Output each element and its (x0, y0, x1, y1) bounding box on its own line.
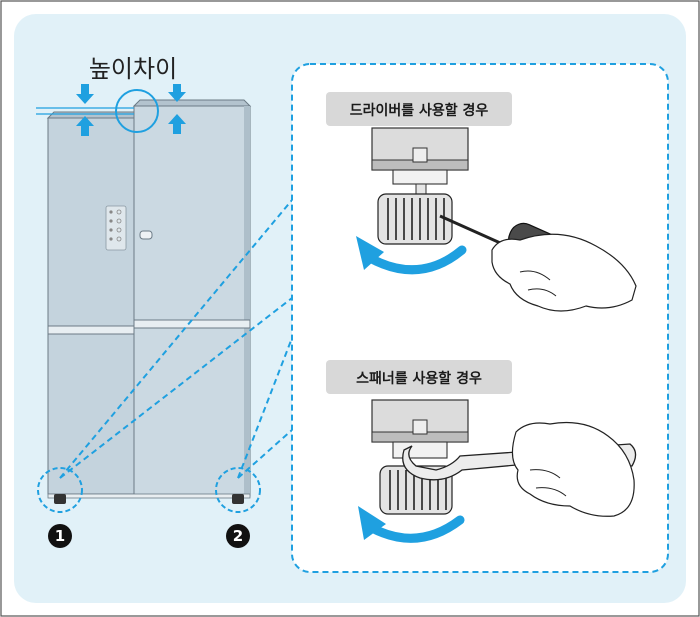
marker-2 (226, 524, 250, 548)
marker-1 (48, 524, 72, 548)
nut (392, 169, 448, 185)
control-dot (109, 210, 113, 214)
finger-line (529, 469, 561, 479)
control-dot (109, 219, 113, 223)
control-dot (116, 227, 122, 233)
down-arrow-right (168, 84, 186, 102)
rotation-arrow-body (365, 245, 467, 275)
left-foot (54, 494, 66, 504)
wrench-caption-box (326, 360, 512, 394)
up-arrow-right (168, 114, 186, 134)
control-dot (116, 218, 122, 224)
right-door (133, 105, 251, 497)
up-arrow-left (76, 116, 94, 136)
finger-line (535, 487, 567, 497)
control-panel (105, 205, 127, 251)
control-dot (109, 228, 113, 232)
right-side-panel (244, 106, 250, 496)
screwdriver-illustration: 드라이버를 사용할 경우 (326, 92, 637, 312)
rotation-arrow-head (356, 236, 384, 270)
finger-line (519, 270, 551, 281)
hand-wrench (511, 421, 635, 517)
left-door (47, 117, 135, 495)
marker-2-label: 2 (233, 527, 243, 545)
marker-1-label: 1 (55, 527, 65, 545)
control-dot (109, 237, 113, 241)
rotation-arrow-head (358, 506, 386, 540)
base-frame (47, 493, 251, 499)
leader-lines (59, 199, 293, 479)
refrigerator (46, 99, 252, 504)
control-dot (116, 209, 122, 215)
foot-circle-left (37, 467, 83, 513)
left-divider (47, 325, 135, 335)
hand-screwdriver (491, 233, 637, 312)
wrench-illustration: 스패너를 사용할 경우 (326, 360, 637, 543)
screwdriver-caption-box (326, 92, 512, 126)
bolt (412, 147, 428, 163)
leader-line (237, 337, 293, 479)
leader-line (59, 199, 293, 479)
left-door-top (46, 111, 135, 119)
screwdriver-caption: 드라이버를 사용할 경우 (350, 102, 489, 119)
height-diff-circle (115, 89, 159, 133)
wrench-caption: 스패너를 사용할 경우 (356, 370, 482, 387)
foot-circle-right (215, 467, 261, 513)
right-door-top (132, 99, 252, 107)
nut (392, 441, 448, 459)
height-difference-label: 높이차이 (89, 55, 177, 83)
leader-line (237, 429, 293, 479)
control-dot (116, 236, 122, 242)
adjustable-foot (377, 193, 453, 245)
finger-line (527, 288, 557, 297)
right-foot (232, 494, 244, 504)
height-arrows (76, 84, 186, 136)
leader-line (59, 297, 293, 479)
bolt (412, 419, 428, 435)
rotation-arrow-body (367, 515, 465, 543)
down-arrow-left (76, 84, 94, 104)
door-handle (139, 230, 153, 240)
